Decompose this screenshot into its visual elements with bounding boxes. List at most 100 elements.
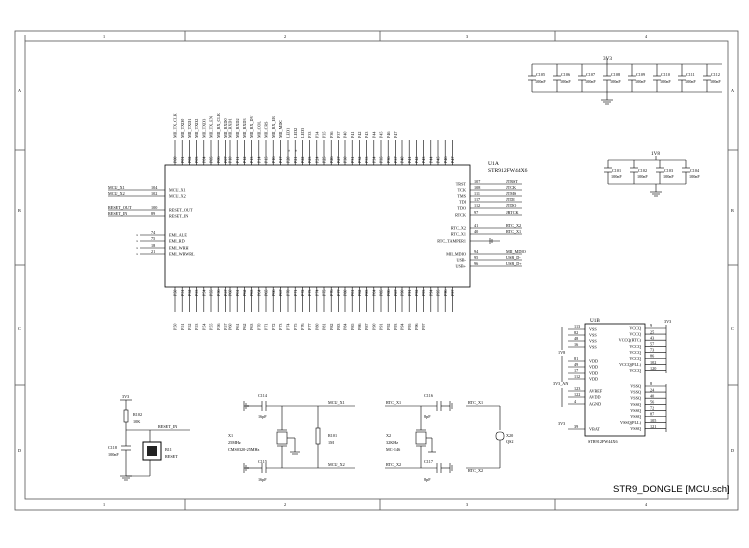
u1b-left-pin-name: VDD — [589, 365, 598, 370]
cap-value: 100nF — [585, 79, 596, 84]
u1a-bottom-pin-name: P96 — [443, 289, 448, 296]
u1a-top-pin-name: P35 — [379, 156, 384, 163]
u1a-right-pin-number: 112 — [474, 203, 480, 208]
u1b-left-pin-number: 17 — [574, 368, 578, 373]
u1b-left-pin-number: 48 — [574, 336, 578, 341]
u1b-left-pin-name: VSS — [589, 333, 597, 338]
u1b-right-pin-name: VSSQ(PLL) — [620, 420, 642, 425]
u1a-top-net-label: P46 — [386, 131, 391, 138]
u1a-bottom-net-label: P70 — [256, 323, 261, 330]
u1a-bottom-net-label: P87 — [364, 323, 369, 330]
u1b-right-pin-number: 105 — [650, 418, 656, 423]
u1b-right-pin-name: VSSQ — [630, 426, 641, 431]
cap-ref: C103 — [664, 168, 673, 173]
cap-ref: C112 — [711, 72, 720, 77]
c114-val: 16pF — [258, 414, 267, 419]
u1a-top-pin-name: P31 — [350, 156, 355, 163]
u1a-top-net-label: MII_RX_ER — [271, 116, 276, 138]
u1a-right-net-label: USB_D- — [506, 255, 521, 260]
cap-value: 100nF — [611, 174, 622, 179]
u1a-top-net-label: MII_TX_CLK — [173, 113, 178, 138]
x20-val: QS2 — [506, 439, 513, 444]
u1b-left-pin-number: 16 — [574, 342, 578, 347]
u1a-top-pin-name: P21 — [293, 156, 298, 163]
u1a-left-pin-name: EMI_ALE — [169, 233, 187, 238]
x1-val: 25MHz — [228, 440, 241, 445]
cap-ref: C104 — [690, 168, 700, 173]
u1a-bottom-net-label: P94 — [400, 323, 405, 330]
cap-ref: C105 — [536, 72, 545, 77]
sheet-border — [14, 30, 739, 511]
u1a-right-pin-name: TCK — [458, 188, 466, 193]
u1a-bottom-pin-name: P76 — [329, 289, 334, 296]
row-label-c: C — [18, 326, 21, 331]
u1a-top-net-label: P34 — [314, 131, 319, 138]
no-connect-mark: × — [136, 233, 139, 238]
u1a-bottom-pin-name: P93 — [421, 289, 426, 296]
u1a-bottom-net-label: P85 — [350, 323, 355, 330]
u1a-bottom-pin-name: P51 — [180, 289, 185, 296]
u1a-top-pin-name: P47 — [450, 156, 455, 163]
u1a-top-pin-name: P40 — [400, 156, 405, 163]
u1b-left-pin-number: 4 — [574, 399, 577, 404]
u1a-bottom-net-label: P53 — [194, 323, 199, 330]
u1a-bottom-pin-name: P62 — [242, 289, 247, 296]
u1a-bottom-net-label: P71 — [264, 323, 269, 330]
u1a-left-pin-name: EMI_WRWRL — [169, 252, 195, 257]
u1a-bottom-pin-name: P65 — [264, 289, 269, 296]
u1b-right-pin-name: VSSQ — [630, 408, 641, 413]
u1a-bottom-net-label: P62 — [242, 323, 247, 330]
u1a-bottom-pin-name: P53 — [194, 289, 199, 296]
x20-net1: RTC_X1 — [468, 400, 483, 405]
cap-ref: C111 — [686, 72, 695, 77]
u1b-right-pin-name: VCCQ — [629, 368, 641, 373]
u1a-left-pin-name: MCU_X2 — [169, 194, 186, 199]
u1a-bottom-pin-name: P50 — [173, 289, 178, 296]
u1a-top-net-label: MII_COL — [256, 121, 261, 138]
u1a-bottom-net-label: P95 — [407, 323, 412, 330]
u1a-left-pin-number: 75 — [151, 236, 155, 241]
u1a-left-net-label: RESET_OUT — [108, 205, 132, 210]
u1a-right-pin-name: USB- — [456, 258, 466, 263]
main-oscillator: C114 16pF MCU_X1 X1 25MHz CMS0320-25MHz … — [228, 393, 355, 482]
u1b-left-pin-number: 113 — [574, 324, 580, 329]
u1a-bottom-pin-name: P67 — [278, 289, 283, 296]
u1b-left-pin-name: VSS — [589, 339, 597, 344]
u1a-bottom-pin-name: P94 — [428, 289, 433, 296]
u1a-bottom-net-label: P74 — [286, 323, 291, 330]
u1b-right-pin-name: VSSQ — [630, 402, 641, 407]
u1a-bottom-pin-name: P71 — [293, 289, 298, 296]
u1a-part: STR912FW44X6 — [488, 168, 528, 174]
u1a-right-pin-name: TRST — [456, 182, 467, 187]
u1b-right-pin-name: VSSQ — [630, 414, 641, 419]
sheet-inner-border — [24, 40, 729, 500]
u1b-left-pin-name: VBAT — [589, 427, 600, 432]
u1a-bottom-pin-name: P57 — [223, 289, 228, 296]
u1b-rail-3v3-vbat: 3V3 — [558, 421, 565, 426]
row-label-b-right: B — [731, 208, 734, 213]
u1b-left-pin-number: 81 — [574, 356, 578, 361]
cap-value: 100nF — [637, 174, 648, 179]
u1a-bottom-pin-name: P77 — [336, 289, 341, 296]
r101-val: 1M — [328, 440, 334, 445]
u1a-top-pin-name: P14 — [256, 156, 261, 163]
u1a-left-pin-number: 102 — [151, 191, 157, 196]
u1a-top-pin-name: P30 — [343, 156, 348, 163]
c117-val: 8pF — [424, 477, 431, 482]
u1a-bottom-net-label: P80 — [314, 323, 319, 330]
u1b-left-pin-number: 82 — [574, 330, 578, 335]
u1a-bottom-net-label: P90 — [371, 323, 376, 330]
u1a-right-net-label: JRTCK — [506, 210, 519, 215]
cap-ref: C110 — [661, 72, 670, 77]
cap-ref: C107 — [586, 72, 595, 77]
u1b-right-pin-name: VCCQ — [629, 356, 641, 361]
reset-button-cap — [147, 446, 157, 456]
u1a-right-net-label: JTMS — [506, 191, 517, 196]
reset-rail: 3V3 — [122, 394, 129, 399]
u1a-top-pin-name: P36 — [386, 156, 391, 163]
u1a-top-pin-name: P45 — [436, 156, 441, 163]
u1a-right-net-label: JTRST — [506, 179, 518, 184]
